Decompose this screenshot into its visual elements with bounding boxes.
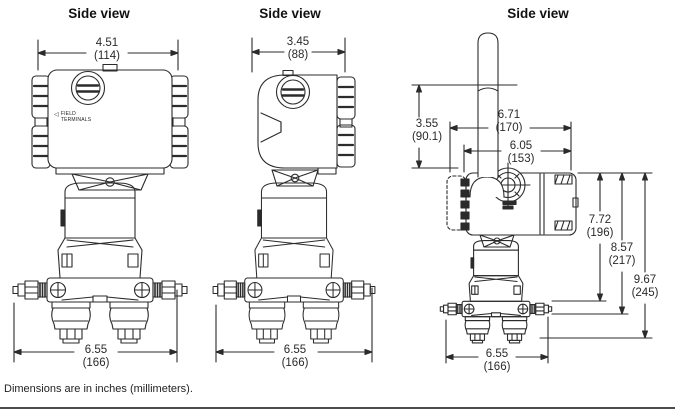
dim-view1-width-top: 4.51 (114)	[94, 37, 120, 63]
view3-title: Side view	[507, 6, 569, 21]
field-terminals-label: ◁ FIELD TERMINALS	[54, 111, 92, 123]
dim-mm: (170)	[495, 122, 523, 134]
dim-mm: (114)	[94, 50, 120, 62]
dim-inches: 6.55	[485, 348, 509, 360]
dim-view1-width-bottom: 6.55 (166)	[83, 344, 110, 370]
dim-view3-width-incl-cover: 6.71 (170)	[496, 109, 523, 135]
dim-mm: (153)	[507, 153, 535, 165]
dim-mm: (90.1)	[411, 131, 443, 143]
dim-inches: 4.51	[95, 37, 119, 49]
dim-inches: 6.55	[84, 344, 108, 356]
dim-inches: 9.67	[633, 274, 657, 286]
view1-drawing	[12, 63, 189, 344]
terminal-arrow-icon: ◁	[54, 112, 59, 118]
dim-mm: (166)	[281, 357, 309, 369]
units-caption: Dimensions are in inches (millimeters).	[4, 383, 193, 395]
dim-mm: (245)	[631, 287, 659, 299]
dimension-lines	[13, 37, 653, 364]
dim-inches: 6.55	[283, 344, 307, 356]
dim-mm: (166)	[82, 357, 110, 369]
dim-view2-width-bottom: 6.55 (166)	[282, 344, 309, 370]
dim-view3-height-to-drain: 8.57 (217)	[609, 242, 636, 268]
dim-inches: 8.57	[610, 242, 634, 254]
footer-rule	[0, 407, 675, 409]
dim-inches: 3.55	[415, 118, 439, 130]
view2-title: Side view	[259, 6, 321, 21]
dim-mm: (88)	[287, 49, 309, 61]
dim-view3-width-housing: 6.05 (153)	[508, 140, 535, 166]
dim-view2-depth-top: 3.45 (88)	[287, 36, 309, 62]
view1-title: Side view	[68, 6, 130, 21]
dim-mm: (217)	[608, 255, 636, 267]
dim-inches: 6.05	[509, 140, 533, 152]
field-terminals-text: FIELD TERMINALS	[60, 111, 92, 123]
dim-view3-width-bottom: 6.55 (166)	[484, 348, 511, 374]
dim-view3-height-to-flange: 7.72 (196)	[587, 214, 614, 240]
view3-drawing	[439, 32, 579, 344]
dim-inches: 6.71	[497, 109, 521, 121]
dim-view3-height-overall: 9.67 (245)	[632, 274, 659, 300]
dim-mm: (166)	[483, 361, 511, 373]
dim-inches: 3.45	[286, 36, 310, 48]
view2-drawing	[212, 69, 376, 344]
dim-inches: 7.72	[588, 214, 612, 226]
dim-mm: (196)	[586, 227, 614, 239]
dim-view3-antenna: 3.55 (90.1)	[412, 118, 442, 144]
